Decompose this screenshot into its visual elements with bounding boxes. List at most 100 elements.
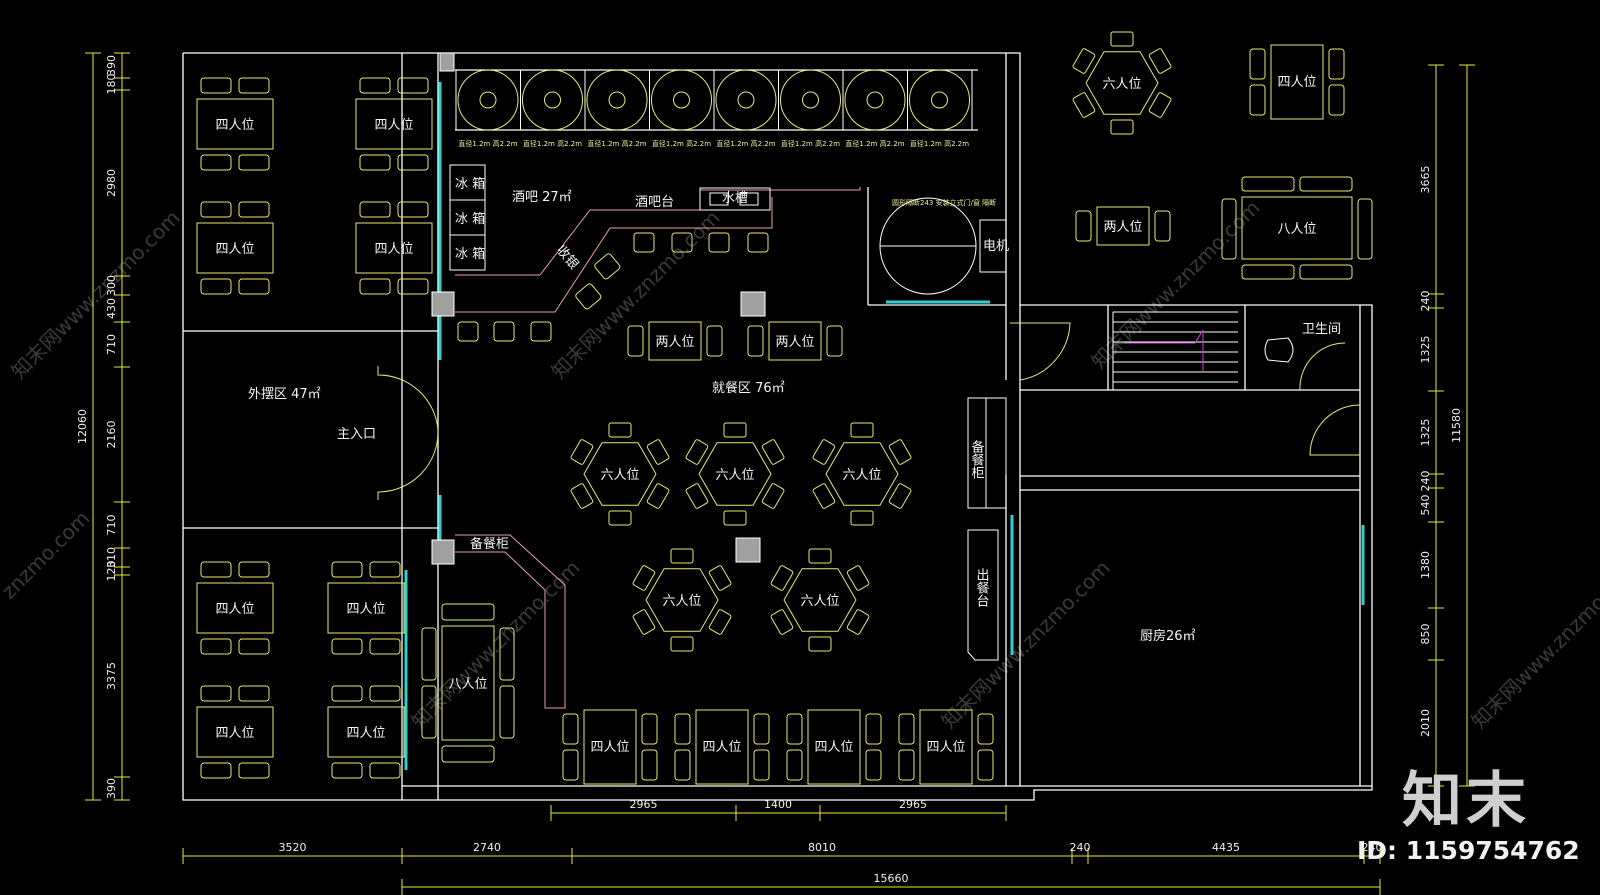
chair [397, 201, 429, 218]
wine-barrel [909, 69, 970, 131]
chair [670, 548, 694, 564]
right-dim-value: 2010 [1419, 709, 1432, 737]
chair [238, 685, 270, 702]
bottom-dim-value: 3520 [279, 841, 307, 854]
chair [1154, 210, 1171, 242]
four-seat-table: 四人位 [674, 709, 770, 785]
chair [1241, 176, 1295, 192]
left-dim-value: 3375 [105, 662, 118, 690]
chair [1249, 48, 1266, 80]
chair [200, 77, 232, 94]
wine-barrel [715, 69, 777, 131]
table-label: 八人位 [1277, 222, 1316, 237]
left-dim-value: 310 [105, 547, 118, 568]
table-top [768, 321, 822, 361]
wine-barrel-core [673, 91, 690, 109]
fridge-label: 冰 箱 [455, 246, 485, 262]
chair [331, 762, 363, 779]
sink-label: 水槽 [722, 191, 748, 206]
barrel-frame [713, 69, 779, 131]
wine-barrel [651, 69, 712, 131]
glass-windows [404, 82, 1365, 770]
right-dim-value: 240 [1419, 291, 1432, 312]
six-seat-table: 六人位 [685, 422, 785, 526]
four-seat-table: 四人位 [355, 77, 433, 171]
chair [646, 483, 670, 509]
chair [898, 713, 915, 745]
eight-seat-table: 八人位 [421, 603, 515, 763]
four-seat-table: 四人位 [355, 201, 433, 295]
chair [331, 561, 363, 578]
chair [238, 561, 270, 578]
table-label: 四人位 [215, 726, 254, 741]
left-dim-value: 2980 [105, 169, 118, 197]
serving-label: 出餐台 [974, 568, 990, 607]
chair [1328, 84, 1345, 116]
chair [200, 762, 232, 779]
chair [238, 278, 270, 295]
right-dim-value: 850 [1419, 624, 1432, 645]
table-label: 四人位 [346, 602, 385, 617]
chair [812, 439, 836, 465]
two-seat-table: 两人位 [747, 321, 843, 361]
chair [888, 483, 912, 509]
table-top [583, 442, 657, 506]
wine-barrel-core [544, 91, 561, 109]
chair [200, 685, 232, 702]
chair [238, 77, 270, 94]
chair [608, 422, 632, 438]
wine-barrel-core [802, 91, 819, 109]
table-label: 两人位 [1103, 220, 1142, 235]
wine-barrel-core [866, 91, 884, 109]
barrel-note: 直径1.2m 高2.2m [716, 139, 775, 148]
chair [331, 685, 363, 702]
chair [632, 565, 656, 591]
table-top [825, 442, 899, 506]
bottom-dim-value: 4435 [1212, 841, 1240, 854]
fridge-label: 冰 箱 [455, 176, 485, 192]
chair [770, 609, 794, 635]
left-dim-value: 430 [105, 298, 118, 319]
table-label: 两人位 [655, 335, 694, 350]
right-dim-value: 1325 [1419, 336, 1432, 364]
chair [1241, 264, 1295, 280]
four-seat-table: 四人位 [196, 561, 274, 655]
barrel-frame [455, 69, 521, 131]
chair [238, 762, 270, 779]
chair [753, 749, 770, 781]
left-dim-value: 390 [105, 778, 118, 799]
chair [708, 565, 732, 591]
cashier-label: 收银 [553, 243, 581, 273]
barrel-frame [649, 69, 715, 131]
four-seat-table: 四人位 [327, 685, 405, 779]
table-label: 四人位 [702, 740, 741, 755]
bottom-inner-dim-value: 1400 [764, 798, 792, 811]
chair [674, 713, 691, 745]
chair [562, 749, 579, 781]
chair [977, 713, 994, 745]
table-top [355, 98, 433, 150]
wine-barrel [457, 69, 519, 131]
chair [865, 749, 882, 781]
two-seat-table: 两人位 [1075, 206, 1171, 246]
chair [397, 154, 429, 171]
chair [850, 422, 874, 438]
right-dim-value: 540 [1419, 495, 1432, 516]
round-partition-note: 圆形隔断243 安装立式门/窗 隔断 [892, 198, 996, 207]
chair [761, 483, 785, 509]
chair [808, 636, 832, 652]
left-dim-value: 180 [105, 74, 118, 95]
chair [369, 561, 401, 578]
chair [826, 325, 843, 357]
chair [977, 749, 994, 781]
chair [397, 278, 429, 295]
left-total-dim-value: 12060 [76, 409, 89, 444]
fridge-label: 冰 箱 [455, 211, 485, 227]
brand-logo: 知末 [1402, 766, 1530, 836]
barrel-frame [520, 69, 586, 131]
table-top [196, 582, 274, 634]
four-seat-table: 四人位 [196, 685, 274, 779]
table-label: 六人位 [800, 594, 839, 609]
